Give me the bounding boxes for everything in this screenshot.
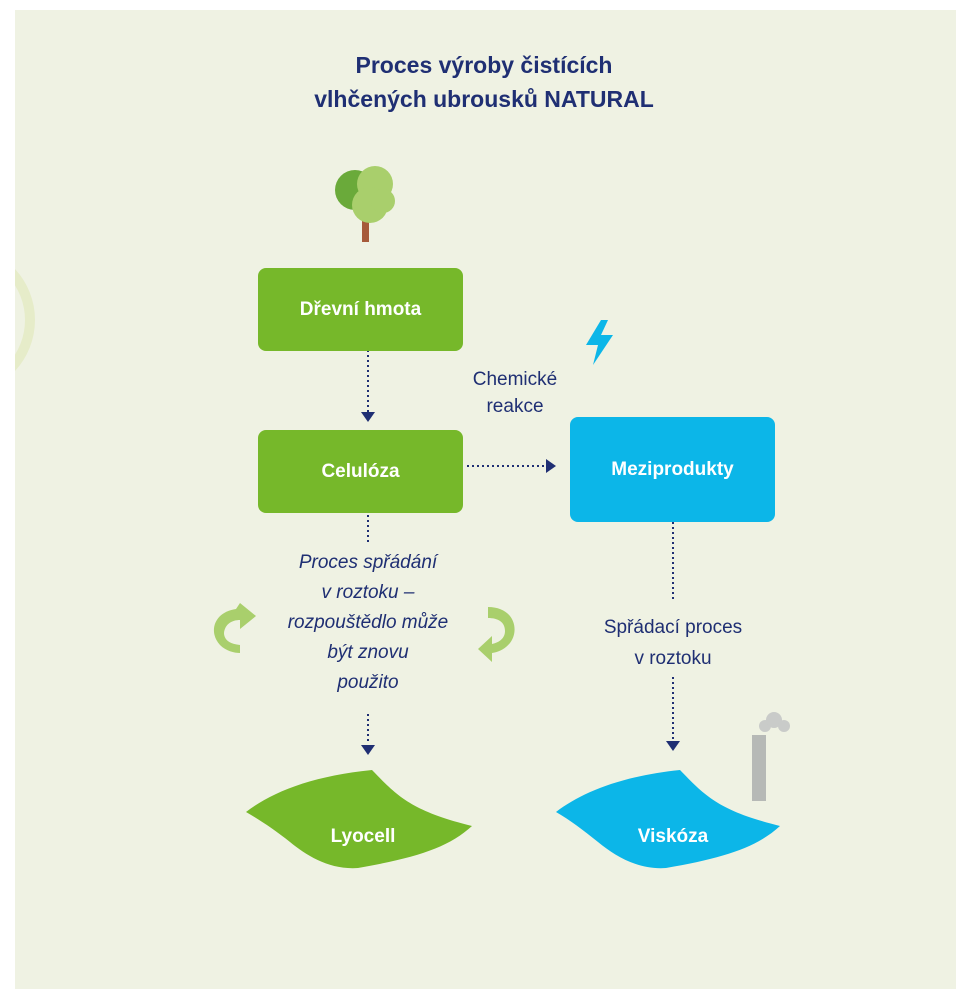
page-title: Proces výroby čistících vlhčených ubrous…	[0, 48, 968, 116]
lyocell-process-line-4: být znovu	[327, 642, 409, 663]
lyocell-process-line-2: v roztoku –	[321, 582, 415, 603]
recycle-arrow-left-icon	[213, 603, 256, 653]
node-wood: Dřevní hmota	[258, 268, 463, 351]
tree-icon	[335, 166, 395, 242]
viscose-banner	[556, 770, 780, 869]
node-cellulose: Celulóza	[258, 430, 463, 513]
diagram-canvas	[15, 10, 956, 989]
title-line-1: Proces výroby čistících	[355, 52, 613, 78]
node-intermediates: Meziprodukty	[570, 417, 775, 522]
arrow-head-viscose	[666, 741, 680, 751]
arrow-heads	[361, 412, 680, 755]
decorative-ring	[15, 269, 35, 371]
viscose-process-line-2: v roztoku	[634, 648, 712, 669]
lyocell-label: Lyocell	[330, 826, 396, 847]
lyocell-banner	[246, 770, 472, 869]
recycle-arrow-right-icon	[478, 607, 515, 662]
chemical-reaction-label: Chemické reakce	[450, 366, 580, 420]
lightning-icon	[586, 320, 613, 365]
connectors	[367, 350, 674, 742]
lyocell-process-line-5: použito	[337, 672, 399, 693]
arrow-head-wood-cellulose	[361, 412, 375, 422]
lyocell-process-line-3: rozpouštědlo může	[287, 612, 449, 633]
title-line-2: vlhčených ubrousků NATURAL	[314, 86, 654, 112]
chemical-line-1: Chemické	[472, 369, 558, 390]
arrow-head-lyocell	[361, 745, 375, 755]
chemical-line-2: reakce	[486, 396, 544, 417]
factory-chimney-icon	[752, 712, 790, 801]
viscose-label: Viskóza	[637, 826, 709, 847]
lyocell-process-line-1: Proces spřádání	[298, 552, 438, 573]
viscose-process-line-1: Spřádací proces	[603, 617, 743, 638]
viscose-process-label: Spřádací proces v roztoku	[580, 612, 766, 674]
lyocell-process-label: Proces spřádání v roztoku – rozpouštědlo…	[248, 548, 488, 698]
arrow-head-cellulose-intermediates	[546, 459, 556, 473]
